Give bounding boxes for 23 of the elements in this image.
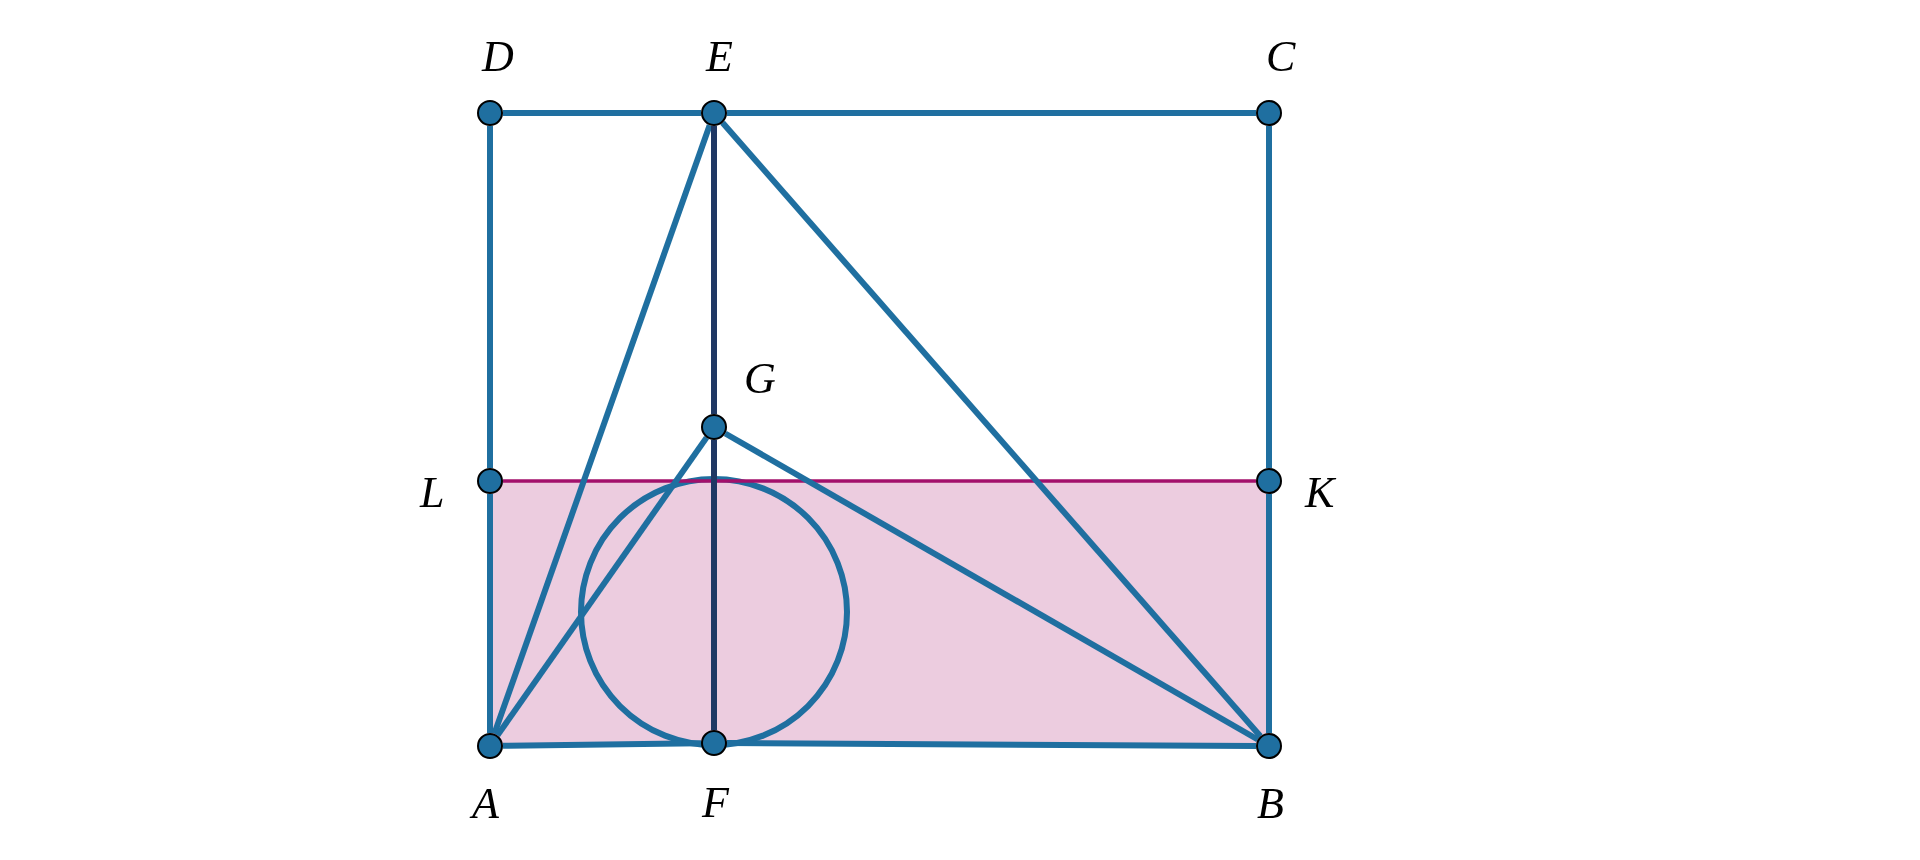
line-segment xyxy=(503,479,1256,483)
line-segment xyxy=(502,740,702,749)
point-label: L xyxy=(420,471,445,515)
point-label: K xyxy=(1305,471,1335,515)
line-segment xyxy=(727,110,1256,116)
point-label: B xyxy=(1257,782,1284,826)
line-segment xyxy=(711,440,717,730)
point-label: C xyxy=(1266,35,1296,79)
line-segment xyxy=(487,126,493,468)
point-label: G xyxy=(744,357,776,401)
line-segment xyxy=(503,110,701,116)
line-segment xyxy=(1266,494,1272,733)
point-label: E xyxy=(706,35,733,79)
line-segment xyxy=(491,124,713,735)
line-segment xyxy=(495,435,709,738)
line-segment xyxy=(1266,126,1272,468)
line-segment xyxy=(487,494,493,733)
line-segment xyxy=(720,120,1263,739)
line-segment xyxy=(711,126,717,414)
point-label: D xyxy=(482,35,514,79)
line-segment xyxy=(723,430,1260,743)
point-label: F xyxy=(702,781,729,825)
line-segment xyxy=(727,740,1256,749)
